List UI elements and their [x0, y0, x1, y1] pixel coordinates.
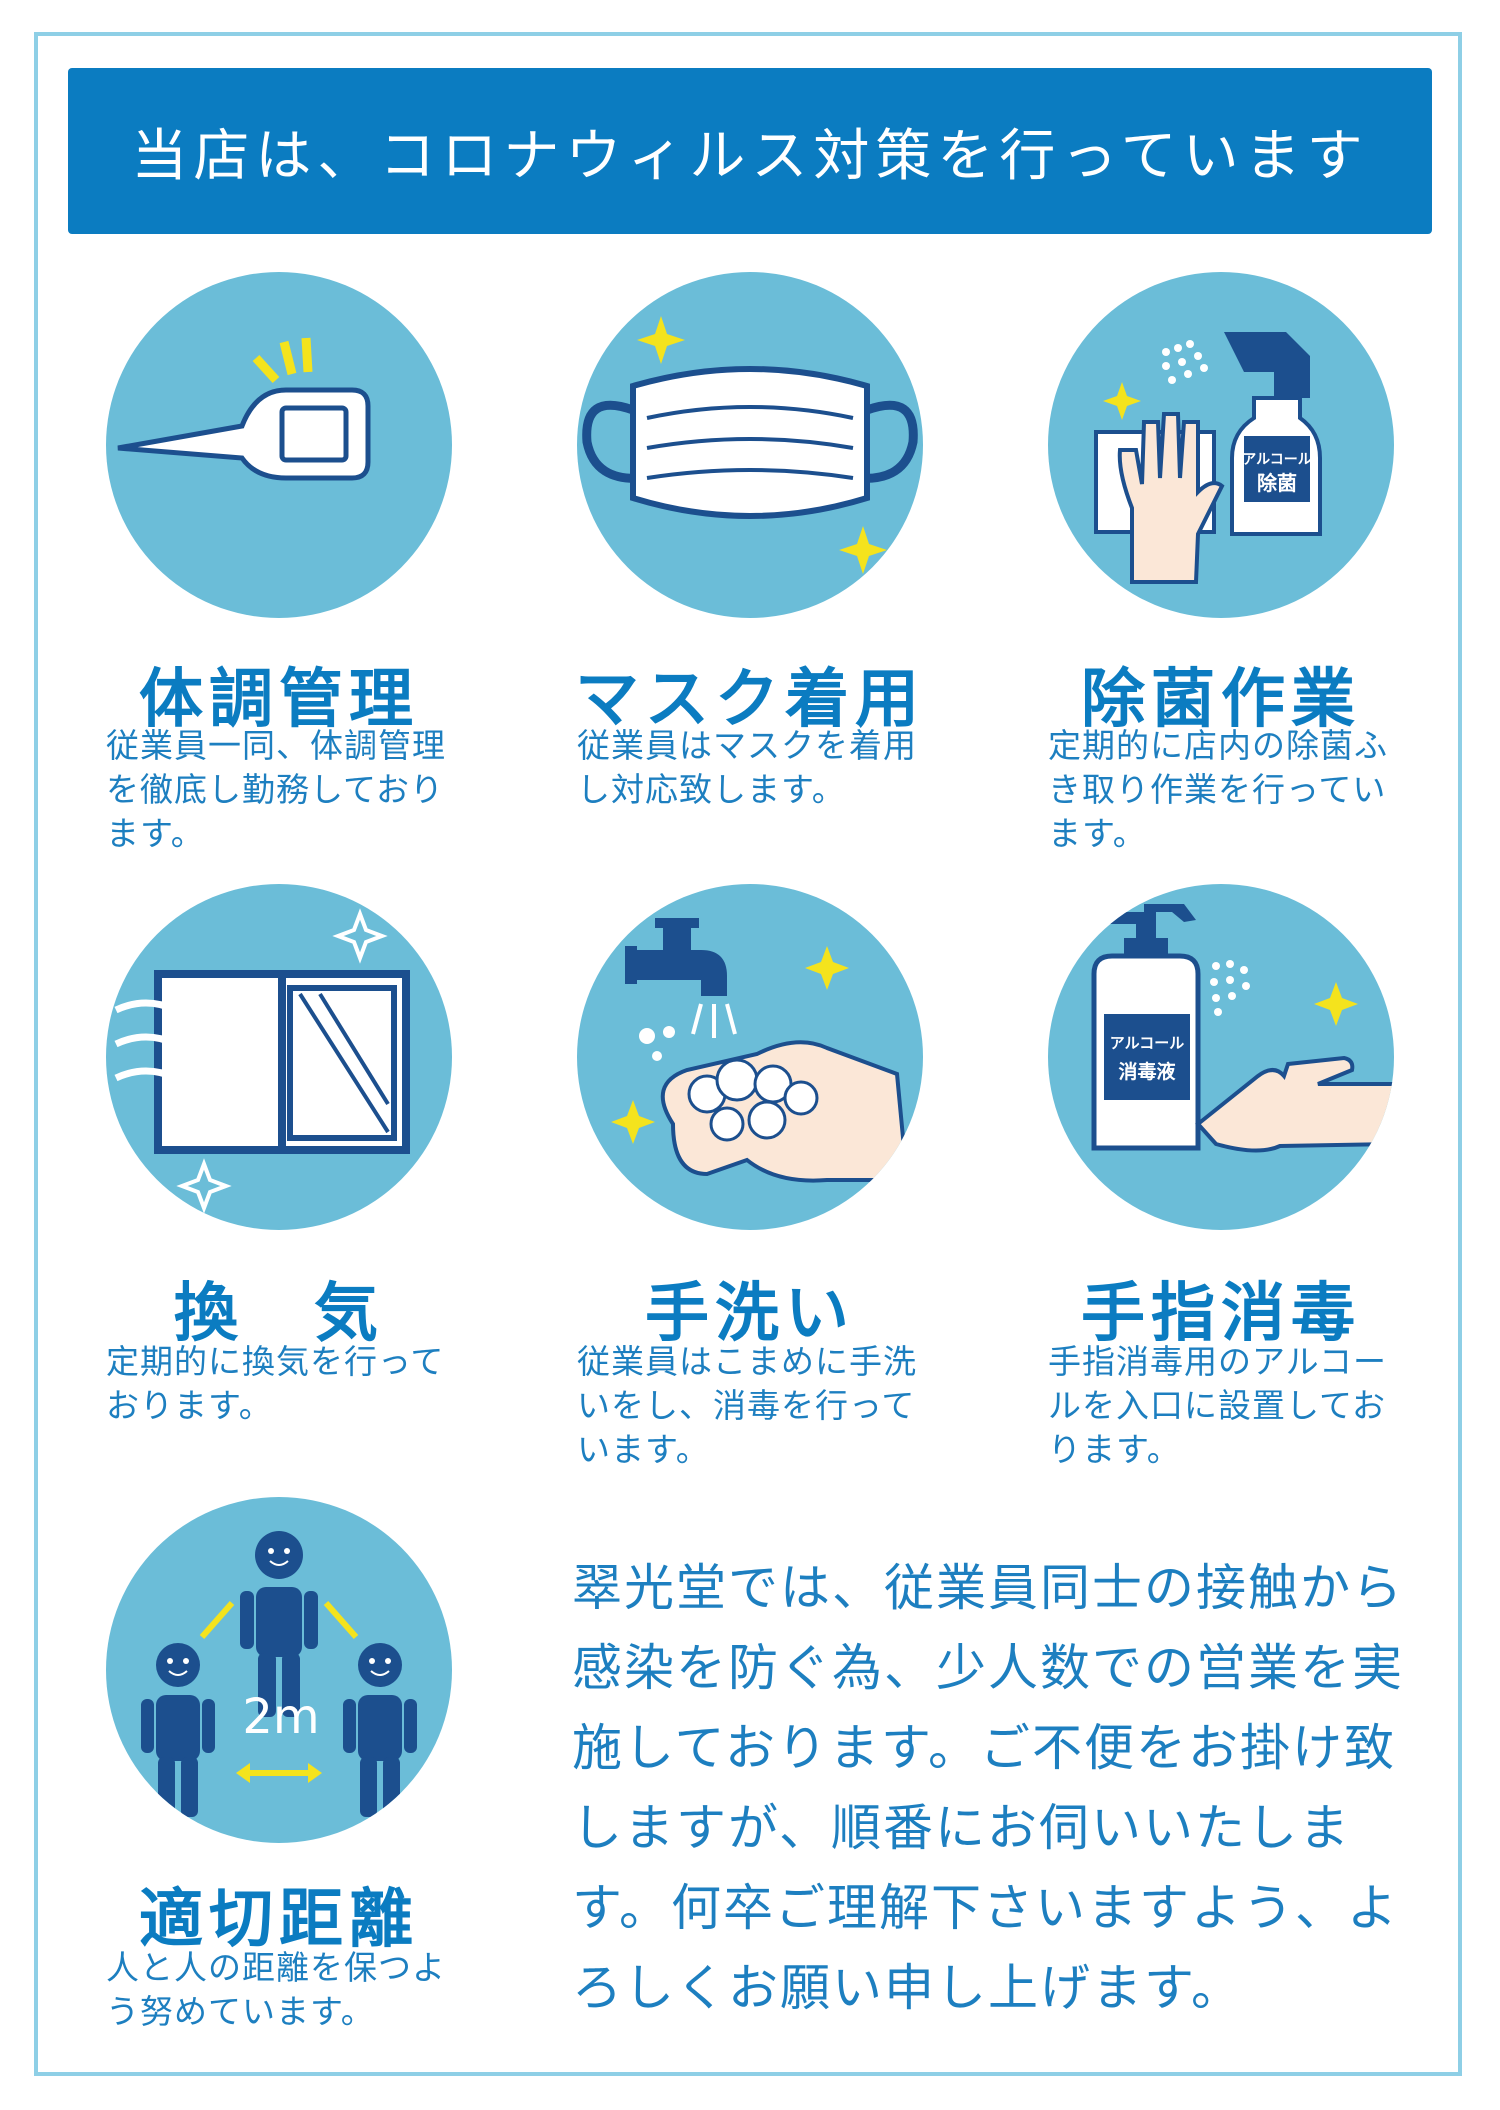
- distance-label: 2m: [242, 1689, 319, 1745]
- page-banner: 当店は、コロナウィルス対策を行っています: [68, 68, 1432, 234]
- item-desc-mask: 従業員はマスクを着用し対応致します。: [577, 726, 917, 809]
- mask-icon: [577, 272, 923, 618]
- item-title-mask: マスク着用: [575, 663, 925, 737]
- item-title-handwash: 手洗い: [645, 1277, 855, 1351]
- bottle-label-1: アルコール: [1242, 452, 1312, 468]
- item-desc-distance: 人と人の距離を保つよう努めています。: [106, 1948, 446, 2031]
- distance-icon: 2m: [106, 1497, 452, 1843]
- notice-text: 翠光堂では、従業員同士の接触から感染を防ぐ為、少人数での営業を実施しております。…: [572, 1559, 1404, 2017]
- bottle-label-2: 除菌: [1257, 471, 1297, 495]
- item-title-ventilation: 換 気: [174, 1277, 384, 1351]
- item-title-distance: 適切距離: [139, 1883, 419, 1957]
- handwash-icon: [577, 884, 923, 1230]
- thermometer-icon: [106, 272, 452, 618]
- sanitizer-icon: アルコール 消毒液: [1048, 884, 1394, 1230]
- window-icon: [106, 884, 452, 1230]
- banner-title: 当店は、コロナウィルス対策を行っています: [131, 123, 1369, 189]
- item-title-health: 体調管理: [139, 663, 419, 737]
- item-desc-health: 従業員一同、体調管理を徹底し勤務しております。: [106, 726, 446, 853]
- item-title-sanitize: 手指消毒: [1081, 1277, 1361, 1351]
- spray-bottle-icon: アルコール 除菌: [1048, 272, 1394, 618]
- item-desc-ventilation: 定期的に換気を行っております。: [106, 1342, 445, 1425]
- page-frame: [34, 32, 1462, 2076]
- item-desc-disinfect: 定期的に店内の除菌ふき取り作業を行っています。: [1048, 726, 1388, 853]
- item-desc-sanitize: 手指消毒用のアルコールを入口に設置しております。: [1048, 1342, 1388, 1469]
- item-title-disinfect: 除菌作業: [1081, 663, 1361, 737]
- bottle-label-1: アルコール: [1110, 1034, 1185, 1052]
- item-desc-handwash: 従業員はこまめに手洗いをし、消毒を行っています。: [577, 1342, 917, 1469]
- bottle-label-2: 消毒液: [1118, 1060, 1176, 1083]
